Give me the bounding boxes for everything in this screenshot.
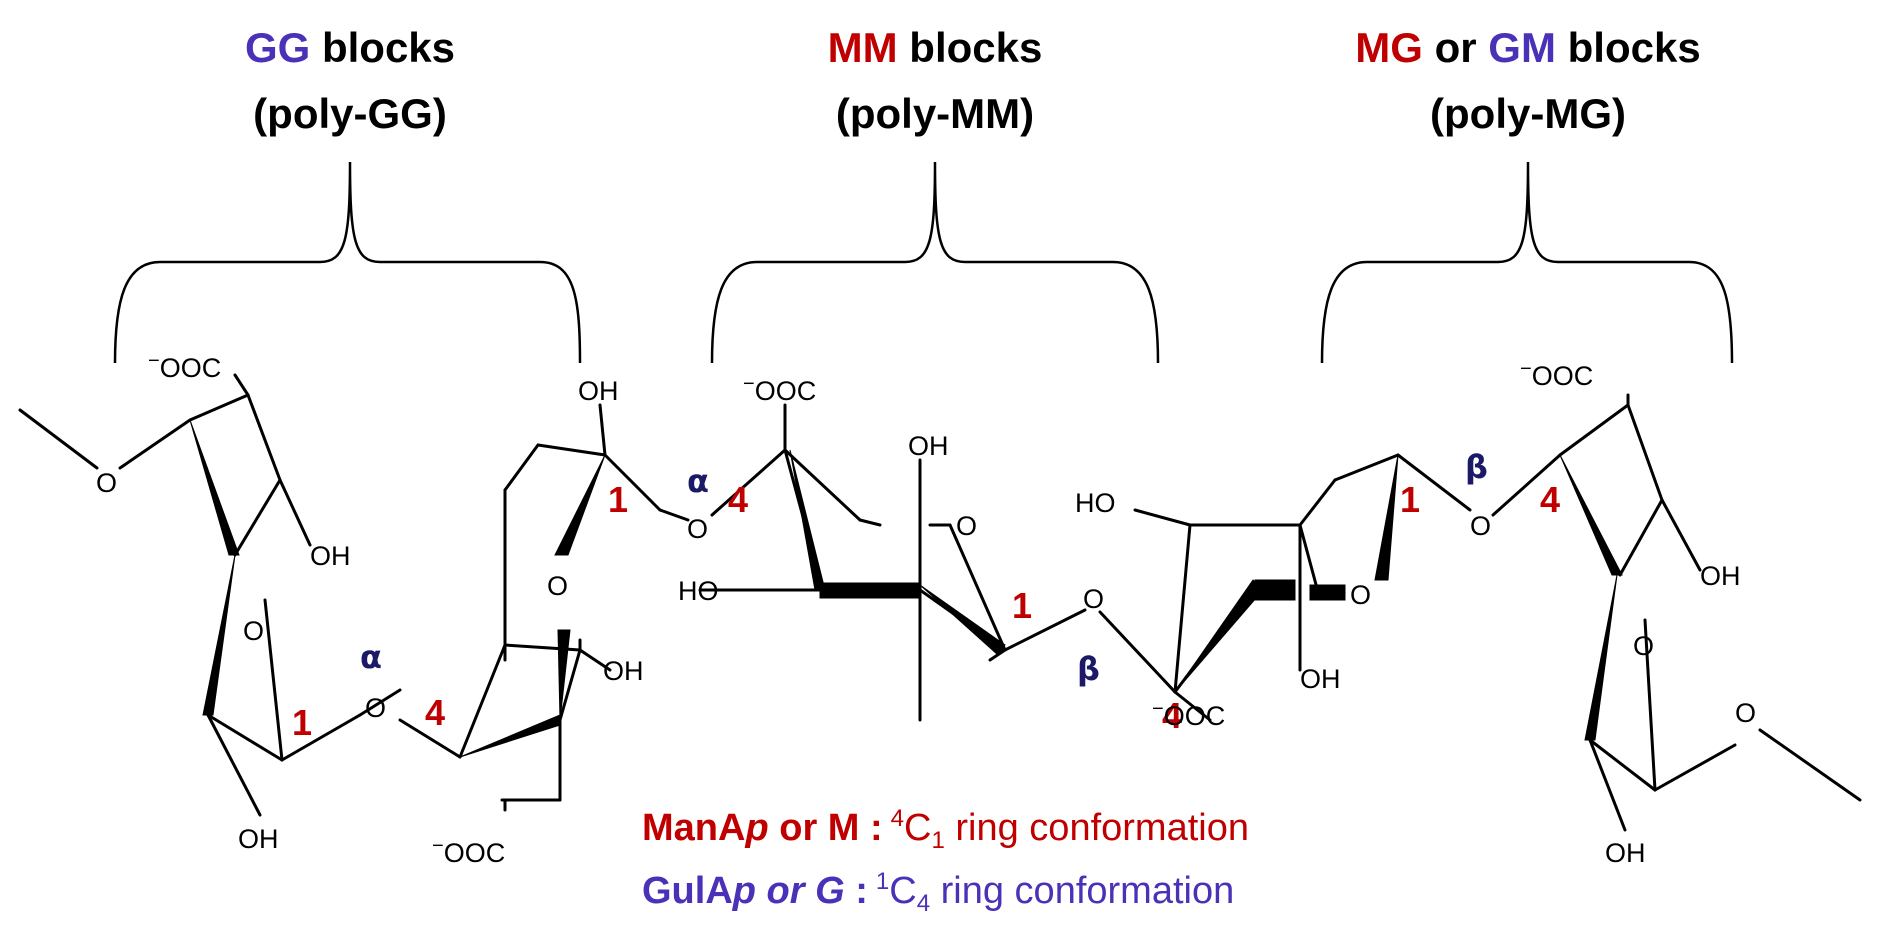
coo-label-2: −OOC: [432, 835, 505, 868]
bond-ring4-top: [1333, 453, 1400, 482]
ho-label-2: HO: [1075, 488, 1116, 518]
bond-alpha2b: [710, 448, 787, 517]
bond-alpha1b: [398, 718, 462, 759]
header-gg-blocks: GG blocks: [245, 24, 455, 71]
header-mg-sub: (poly-MG): [1430, 90, 1626, 137]
alpha-label-2: α: [687, 462, 709, 500]
oh-label-2: OH: [238, 824, 279, 854]
bond-ring4-c1: [1396, 453, 1472, 512]
wedge-ring4: [1374, 454, 1399, 581]
o-glyco-beta2: O: [1470, 511, 1491, 541]
beta-label-2: β: [1465, 448, 1488, 486]
c1-label-2: 1: [608, 479, 628, 520]
c4-label-3: 4: [1162, 695, 1182, 736]
ring-o-label-3: O: [956, 511, 977, 541]
o-label-end: O: [1735, 698, 1756, 728]
ring-m1: [698, 403, 1087, 722]
ring-o-label-4: O: [1350, 580, 1371, 610]
ring-o-label-1: O: [243, 616, 264, 646]
ring-o-label-2: O: [547, 571, 568, 601]
bond-alpha2: [658, 508, 690, 522]
ring-g3: [1558, 393, 1862, 832]
ring-o-label-5: O: [1633, 631, 1654, 661]
header-mg-blocks: MG or GM blocks: [1355, 24, 1700, 71]
bond-alpha1: [358, 688, 402, 717]
coo-label-4: −OOC: [1152, 698, 1225, 731]
oh-label-8: OH: [1605, 838, 1646, 868]
oh-label-6: OH: [1300, 664, 1341, 694]
c4-label-2: 4: [728, 479, 748, 520]
header-mm-sub: (poly-MM): [836, 90, 1034, 137]
c4-label-1: 4: [425, 692, 445, 733]
o-label-1: O: [96, 468, 117, 498]
alpha-label-1: α: [360, 638, 382, 676]
ho-label-1: HO: [678, 576, 719, 606]
c1-label-4: 1: [1400, 479, 1420, 520]
oh-label-7: OH: [1700, 561, 1741, 591]
oh-label-5: OH: [908, 431, 949, 461]
legend-line-mannuronate: ManAp or M :4C1 ring conformation: [642, 805, 1249, 854]
c1-label-3: 1: [1012, 585, 1032, 626]
beta-label-1: β: [1077, 650, 1100, 688]
bond-beta1: [1098, 610, 1177, 694]
brace-mg: [1320, 161, 1734, 364]
c1-label-1: 1: [292, 702, 312, 743]
oh-label-3: OH: [578, 376, 619, 406]
brace-gg: [113, 161, 582, 364]
header-mm-blocks: MM blocks: [828, 24, 1043, 71]
o-glyco-alpha2: O: [687, 514, 708, 544]
coo-label-3: −OOC: [743, 373, 816, 406]
ring-g1: [18, 373, 362, 817]
c4-label-4: 4: [1540, 479, 1560, 520]
oh-label-4: OH: [603, 656, 644, 686]
brace-mm: [710, 161, 1160, 364]
ring-g2: [458, 403, 662, 812]
oh-label-1: OH: [310, 541, 351, 571]
header-gg-sub: (poly-GG): [253, 90, 447, 137]
legend-line-guluronate: GulAp or G :1C4 ring conformation: [642, 868, 1234, 917]
o-glyco-beta1: O: [1083, 584, 1104, 614]
bond-beta2: [1491, 453, 1562, 517]
o-glyco-alpha1: O: [365, 693, 386, 723]
coo-label-5: −OOC: [1520, 358, 1593, 391]
coo-label-1: −OOC: [148, 350, 221, 383]
ring-m2: [1133, 478, 1346, 722]
